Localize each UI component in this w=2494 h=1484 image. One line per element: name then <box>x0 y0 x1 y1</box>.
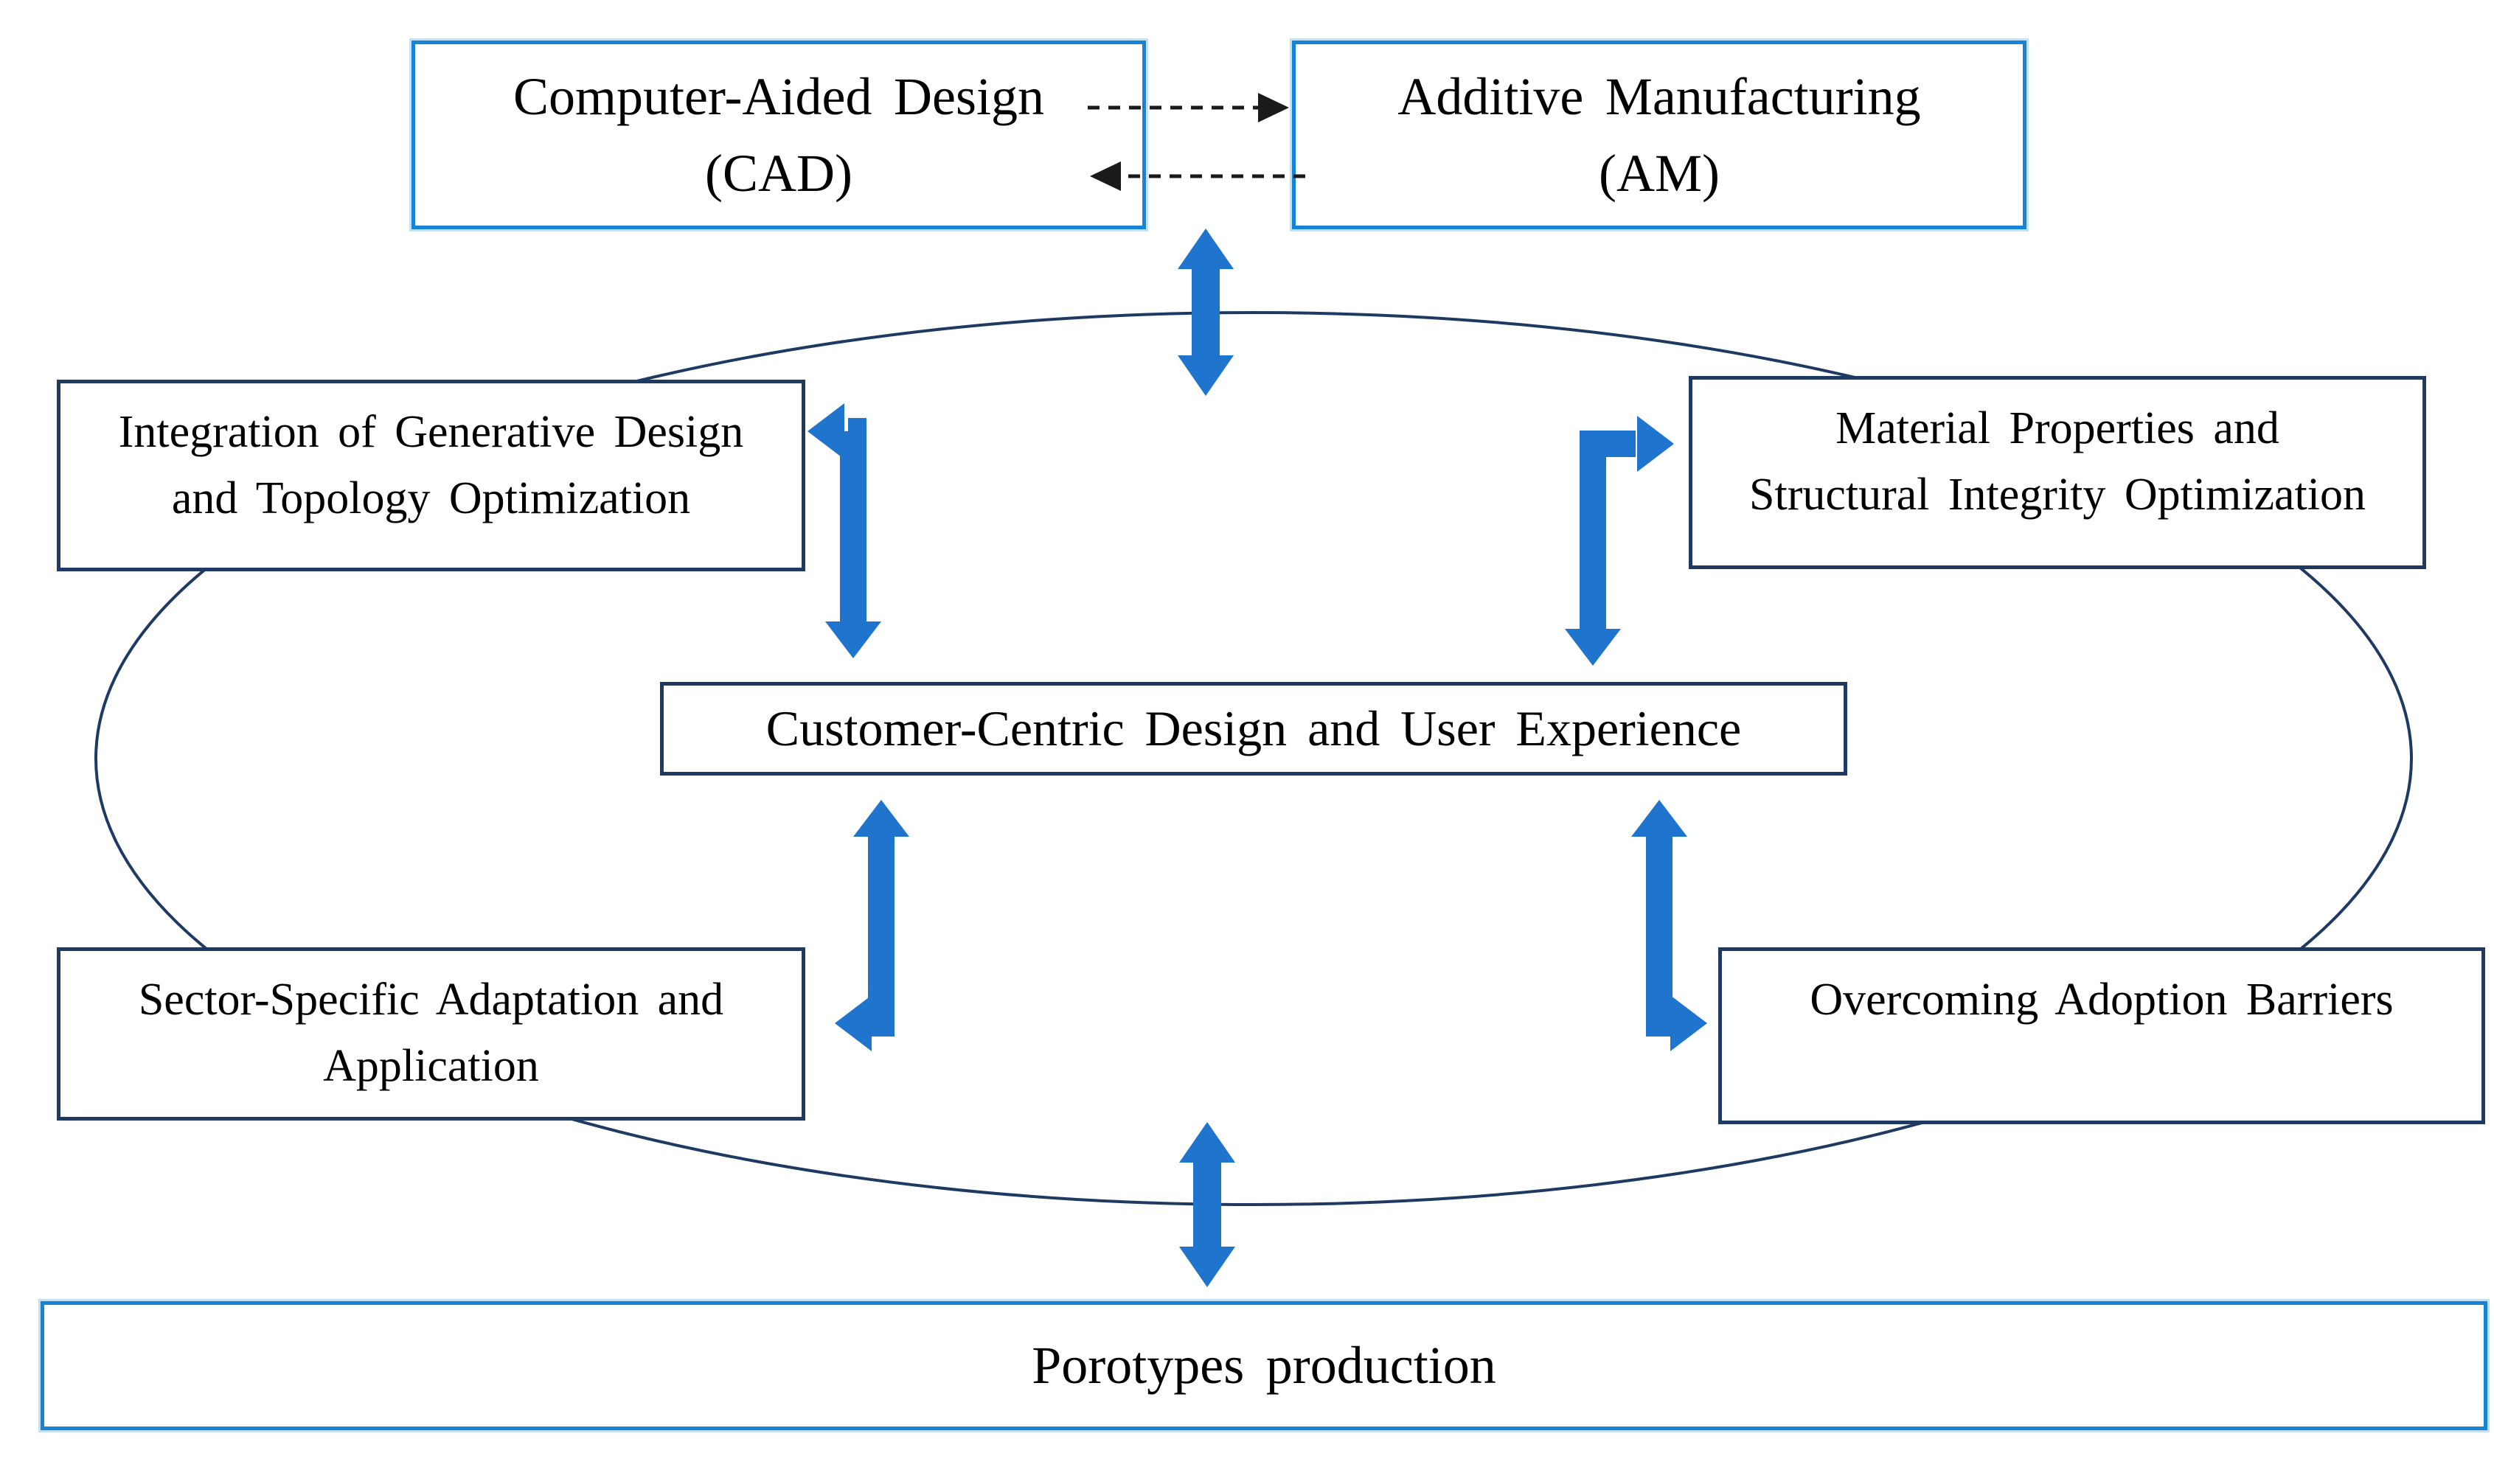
elbow-arrow-top-left <box>807 403 881 658</box>
node-am-label: Additive Manufacturing (AM) <box>1397 66 1921 203</box>
node-sector-specific-adaptation: Sector-Specific Adaptation and Applicati… <box>57 947 805 1121</box>
node-prototypes-label: Porotypes production <box>1032 1336 1496 1396</box>
node-am: Additive Manufacturing (AM) <box>1292 41 2026 229</box>
node-prototypes-production: Porotypes production <box>41 1301 2487 1430</box>
thick-double-arrow-top <box>1178 229 1234 396</box>
node-customer-centric-design: Customer-Centric Design and User Experie… <box>660 682 1847 776</box>
node-sector-label: Sector-Specific Adaptation and Applicati… <box>138 975 724 1091</box>
node-customer-label: Customer-Centric Design and User Experie… <box>765 700 1742 757</box>
node-barriers-label: Overcoming Adoption Barriers <box>1810 975 2394 1025</box>
node-integration-generative-design: Integration of Generative Design and Top… <box>57 380 805 571</box>
thick-double-arrow-bottom <box>1179 1122 1235 1287</box>
node-integration-label: Integration of Generative Design and Top… <box>118 407 744 523</box>
elbow-arrow-bottom-right <box>1631 800 1707 1051</box>
node-material-label: Material Properties and Structural Integ… <box>1749 403 2366 520</box>
elbow-arrow-bottom-left <box>835 800 909 1051</box>
node-material-properties: Material Properties and Structural Integ… <box>1689 376 2426 569</box>
elbow-arrow-top-right <box>1565 416 1674 666</box>
node-cad-label: Computer-Aided Design (CAD) <box>513 66 1044 203</box>
node-cad: Computer-Aided Design (CAD) <box>411 41 1146 229</box>
process-cycle-ellipse <box>94 311 2413 1206</box>
node-overcoming-adoption-barriers: Overcoming Adoption Barriers <box>1718 947 2485 1124</box>
